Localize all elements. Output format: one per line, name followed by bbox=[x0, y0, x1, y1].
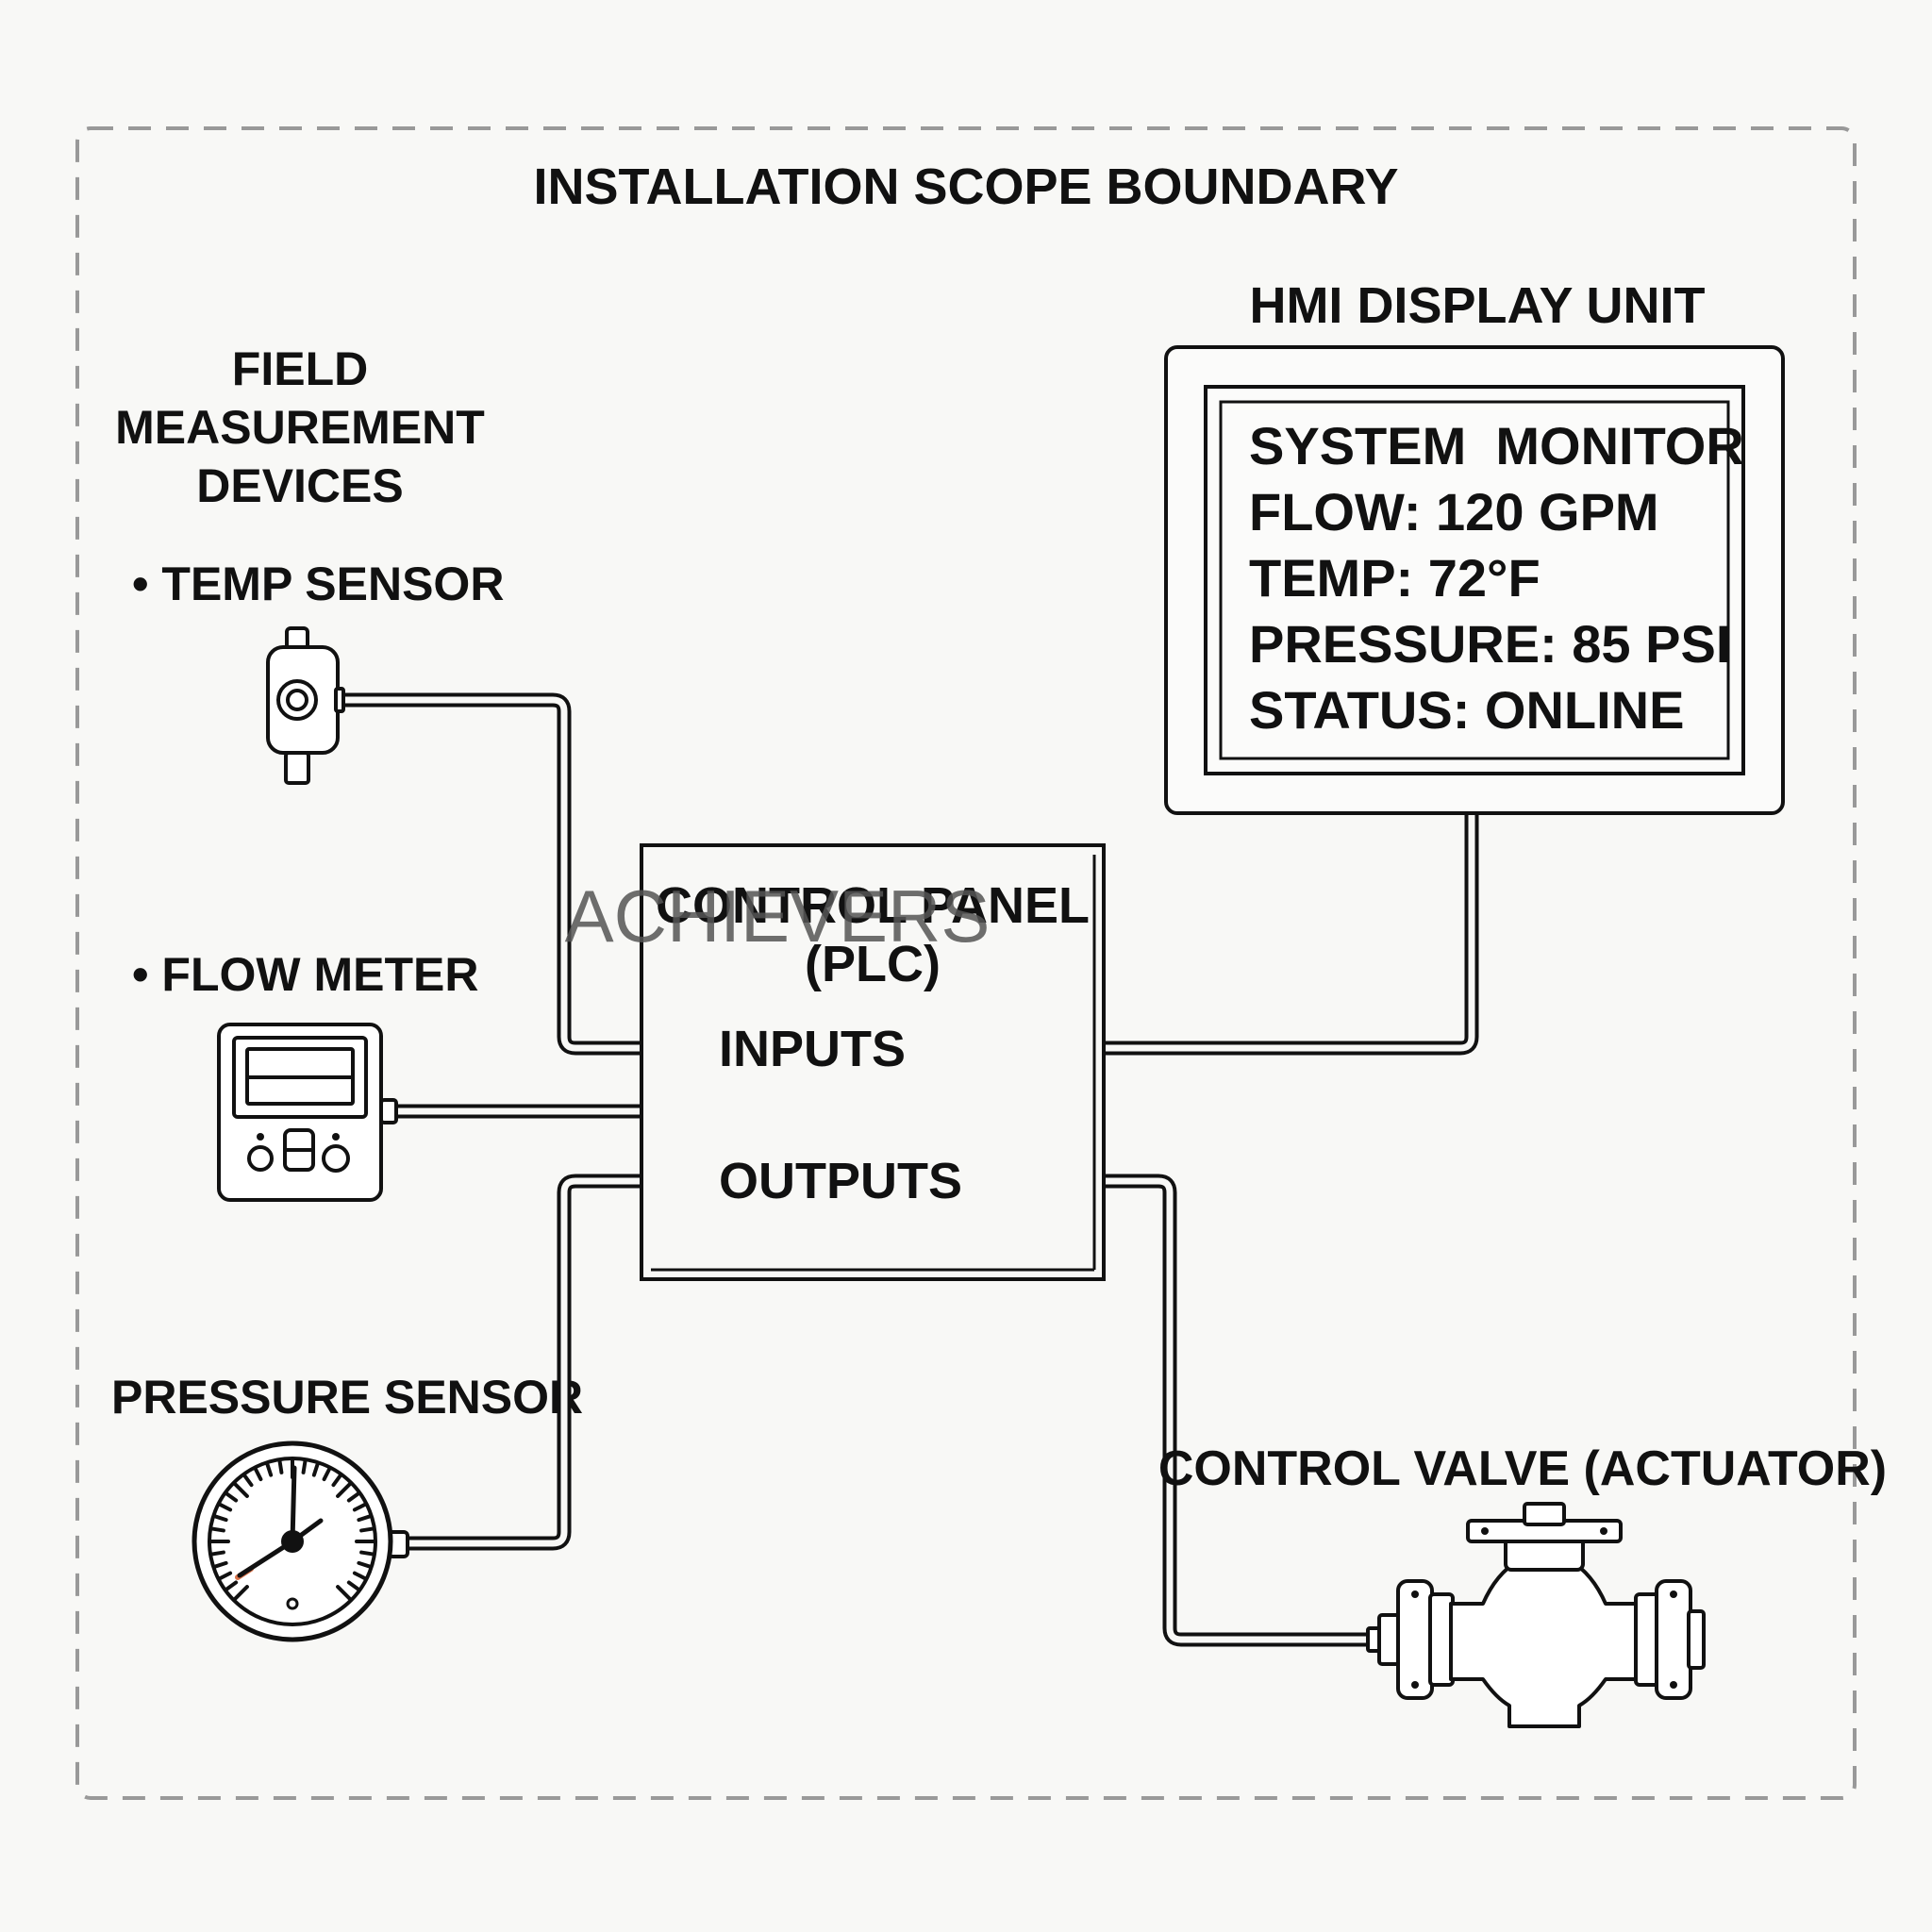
gauge-tick bbox=[331, 1474, 342, 1488]
inputs-label: INPUTS bbox=[719, 1021, 906, 1077]
gauge-tick bbox=[277, 1459, 284, 1474]
pressure-gauge-icon bbox=[192, 1441, 409, 1642]
outputs-label: OUTPUTS bbox=[719, 1153, 962, 1209]
gauge-tick bbox=[346, 1580, 360, 1591]
hmi-screen-outer bbox=[1204, 385, 1745, 775]
control-panel-subtitle: (PLC) bbox=[805, 936, 941, 992]
wire-pressure-to-outputs bbox=[393, 1174, 682, 1551]
gauge-tick bbox=[253, 1467, 263, 1482]
wire-hmi-to-inputs bbox=[1051, 806, 1479, 1056]
gauge-tick bbox=[359, 1526, 375, 1533]
gauge-tick bbox=[210, 1526, 225, 1533]
gauge-tick bbox=[233, 1482, 249, 1498]
gauge-tick bbox=[352, 1502, 367, 1512]
gauge-tick bbox=[357, 1560, 372, 1569]
gauge-tick bbox=[322, 1467, 332, 1482]
gauge-tick bbox=[242, 1474, 254, 1488]
gauge-tick bbox=[336, 1585, 352, 1601]
wires bbox=[323, 692, 1479, 1647]
pressure-sensor-label: PRESSURE SENSOR bbox=[111, 1371, 583, 1424]
gauge-tick bbox=[233, 1585, 249, 1601]
hmi-display-unit: HMI DISPLAY UNIT SYSTEM MONITOR FLOW: 12… bbox=[1164, 277, 1785, 815]
field-devices-heading-line-3: DEVICES bbox=[196, 459, 404, 512]
control-panel: CONTROL PANEL (PLC) INPUTS OUTPUTS bbox=[640, 843, 1106, 1281]
gauge-tick bbox=[218, 1502, 233, 1512]
gauge-tick bbox=[346, 1491, 360, 1503]
gauge-tick bbox=[357, 1514, 372, 1523]
field-devices-heading-line-1: FIELD bbox=[232, 342, 368, 395]
hmi-title: HMI DISPLAY UNIT bbox=[1249, 277, 1705, 334]
hmi-bezel bbox=[1164, 345, 1785, 815]
hmi-line-status: STATUS: ONLINE bbox=[1249, 680, 1684, 740]
boundary-title: INSTALLATION SCOPE BOUNDARY bbox=[534, 158, 1399, 215]
field-devices-heading-line-2: MEASUREMENT bbox=[115, 401, 485, 454]
gauge-tick bbox=[336, 1482, 352, 1498]
gauge-tick bbox=[311, 1462, 320, 1477]
gauge-tick bbox=[213, 1560, 228, 1569]
temp-sensor-icon bbox=[266, 626, 345, 785]
gauge-tick bbox=[352, 1571, 367, 1581]
hmi-line-system-monitor: SYSTEM MONITOR bbox=[1249, 416, 1744, 475]
control-valve-label: CONTROL VALVE (ACTUATOR) bbox=[1158, 1441, 1887, 1496]
gauge-tick bbox=[210, 1550, 225, 1557]
gauge-tick bbox=[218, 1571, 233, 1581]
temp-sensor-label: • TEMP SENSOR bbox=[132, 558, 504, 610]
hmi-line-flow: FLOW: 120 GPM bbox=[1249, 482, 1659, 541]
hmi-line-temp: TEMP: 72°F bbox=[1249, 548, 1541, 608]
gauge-tick bbox=[265, 1462, 274, 1477]
watermark: ACHIEVERS bbox=[565, 874, 991, 958]
control-panel-title: CONTROL PANEL bbox=[656, 877, 1090, 934]
flow-meter-label: • FLOW METER bbox=[132, 948, 478, 1001]
control-valve-icon: CONTROL VALVE (ACTUATOR) bbox=[1158, 1441, 1887, 1728]
gauge-tick bbox=[359, 1550, 375, 1557]
gauge-tick bbox=[225, 1580, 239, 1591]
scope-boundary bbox=[75, 126, 1857, 1800]
gauge-tick bbox=[301, 1459, 308, 1474]
hmi-screen-inner bbox=[1219, 400, 1730, 760]
gauge-tick bbox=[213, 1514, 228, 1523]
gauge-tick bbox=[225, 1491, 239, 1503]
hmi-line-pressure: PRESSURE: 85 PSI bbox=[1249, 614, 1730, 674]
control-panel-box bbox=[640, 843, 1106, 1281]
flow-meter-icon bbox=[217, 1023, 398, 1202]
